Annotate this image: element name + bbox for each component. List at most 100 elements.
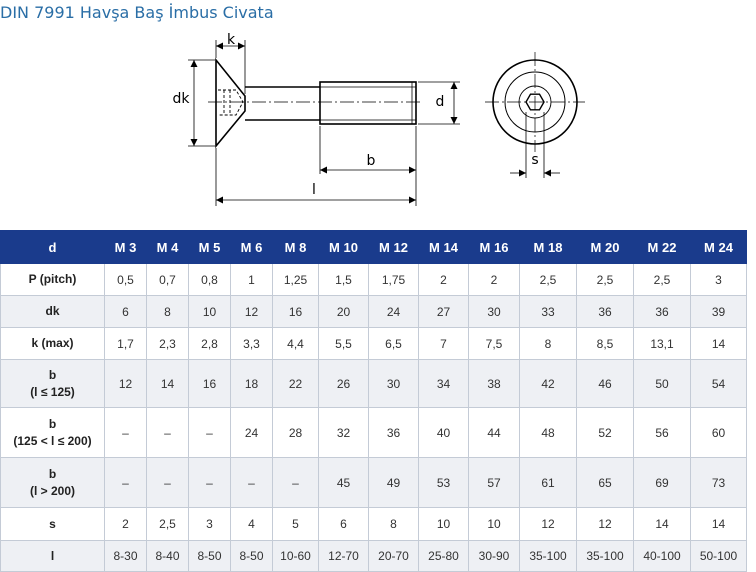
- dimension-l: [215, 148, 416, 206]
- table-cell: 50: [633, 359, 691, 408]
- table-cell: 56: [633, 407, 691, 458]
- table-cell: 6,5: [368, 327, 419, 360]
- bolt-side-view: [215, 57, 417, 149]
- table-cell: 40: [418, 407, 469, 458]
- header-size: M 4: [146, 230, 189, 264]
- table-cell: 10: [468, 507, 520, 541]
- row-label: s: [0, 507, 105, 541]
- table-cell: 6: [104, 295, 147, 328]
- table-cell: –: [146, 407, 189, 458]
- table-cell: 35-100: [576, 540, 634, 572]
- table-cell: 5: [272, 507, 319, 541]
- table-cell: 35-100: [519, 540, 577, 572]
- row-label-name: k (max): [31, 336, 74, 350]
- row-label-condition: (125 < l ≤ 200): [13, 433, 92, 448]
- table-cell: 10-60: [272, 540, 319, 572]
- table-cell: 44: [468, 407, 520, 458]
- row-label: P (pitch): [0, 263, 105, 296]
- table-cell: 49: [368, 457, 419, 508]
- header-size: M 24: [690, 230, 747, 264]
- header-size: M 14: [418, 230, 469, 264]
- dimension-d: [418, 81, 460, 125]
- table-cell: 36: [576, 295, 634, 328]
- table-cell: –: [146, 457, 189, 508]
- header-size: M 20: [576, 230, 634, 264]
- table-cell: 12-70: [318, 540, 369, 572]
- table-cell: 50-100: [690, 540, 747, 572]
- table-cell: 20-70: [368, 540, 419, 572]
- table-cell: 8-50: [188, 540, 231, 572]
- table-cell: 36: [633, 295, 691, 328]
- table-cell: 1,25: [272, 263, 319, 296]
- table-cell: 2,5: [519, 263, 577, 296]
- table-cell: 0,7: [146, 263, 189, 296]
- table-cell: 16: [272, 295, 319, 328]
- table-cell: –: [104, 407, 147, 458]
- table-cell: 52: [576, 407, 634, 458]
- label-dk: dk: [173, 91, 191, 107]
- table-cell: 10: [418, 507, 469, 541]
- table-cell: 0,5: [104, 263, 147, 296]
- table-cell: 30: [468, 295, 520, 328]
- header-size: M 16: [468, 230, 520, 264]
- table-cell: 26: [318, 359, 369, 408]
- table-cell: 8: [368, 507, 419, 541]
- table-cell: 33: [519, 295, 577, 328]
- table-cell: –: [104, 457, 147, 508]
- dimension-k: [215, 40, 246, 94]
- row-label-name: b: [48, 416, 57, 431]
- table-cell: 60: [690, 407, 747, 458]
- row-label-condition: (l ≤ 125): [30, 384, 75, 399]
- table-cell: 14: [146, 359, 189, 408]
- row-label-name: b: [48, 466, 57, 481]
- dimension-s: [510, 112, 560, 178]
- table-cell: 2,5: [633, 263, 691, 296]
- table-cell: 1,7: [104, 327, 147, 360]
- row-label-name: dk: [45, 304, 60, 318]
- header-size: M 12: [368, 230, 419, 264]
- table-cell: 2,5: [576, 263, 634, 296]
- row-label-name: b: [48, 367, 57, 382]
- table-cell: 45: [318, 457, 369, 508]
- header-size: M 5: [188, 230, 231, 264]
- label-d: d: [436, 94, 445, 110]
- table-cell: 61: [519, 457, 577, 508]
- row-label-name: s: [49, 516, 56, 531]
- header-size: M 22: [633, 230, 691, 264]
- table-cell: 2,3: [146, 327, 189, 360]
- header-size: M 18: [519, 230, 577, 264]
- table-cell: 7,5: [468, 327, 520, 360]
- table-cell: –: [230, 457, 273, 508]
- table-cell: 34: [418, 359, 469, 408]
- table-cell: 42: [519, 359, 577, 408]
- table-cell: 18: [230, 359, 273, 408]
- table-cell: 8: [519, 327, 577, 360]
- table-cell: 2: [468, 263, 520, 296]
- table-cell: 1,5: [318, 263, 369, 296]
- table-cell: 8-30: [104, 540, 147, 572]
- table-cell: 24: [368, 295, 419, 328]
- table-cell: 0,8: [188, 263, 231, 296]
- table-cell: 20: [318, 295, 369, 328]
- table-cell: –: [272, 457, 319, 508]
- table-cell: 39: [690, 295, 747, 328]
- row-label: b (125 < l ≤ 200): [0, 407, 105, 458]
- table-cell: 22: [272, 359, 319, 408]
- header-size: M 10: [318, 230, 369, 264]
- table-cell: 3: [690, 263, 747, 296]
- table-cell: 4,4: [272, 327, 319, 360]
- table-cell: 57: [468, 457, 520, 508]
- table-cell: 30-90: [468, 540, 520, 572]
- table-cell: 13,1: [633, 327, 691, 360]
- table-cell: 12: [104, 359, 147, 408]
- label-s: s: [531, 152, 538, 168]
- table-cell: 38: [468, 359, 520, 408]
